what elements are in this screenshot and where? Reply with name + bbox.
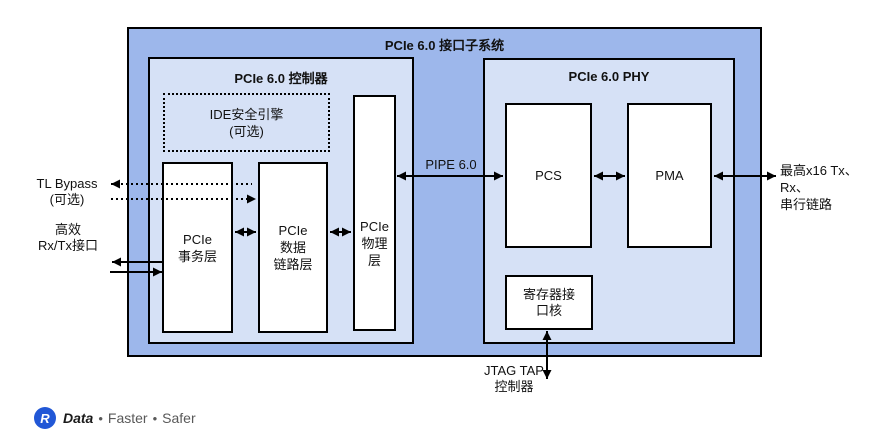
pcs-box: PCS: [505, 103, 592, 248]
jtag-label: JTAG TAP 控制器: [482, 363, 546, 394]
controller-title: PCIe 6.0 控制器: [234, 71, 328, 86]
tagline-word-faster: Faster: [107, 410, 148, 426]
transaction-layer-box: PCIe 事务层: [162, 162, 233, 333]
subsystem-title: PCIe 6.0 接口子系统: [384, 38, 505, 53]
register-core-box: 寄存器接 口核: [505, 275, 593, 330]
pcs-label: PCS: [535, 168, 562, 183]
tagline-word-safer: Safer: [162, 410, 196, 426]
register-core-label-line1: 寄存器接: [522, 286, 575, 302]
physical-layer-box: PCIe 物理 层: [353, 95, 396, 331]
tagline-word-data: Data: [63, 410, 94, 426]
data-link-layer-label-line2: 数据: [279, 240, 306, 255]
serial-link-label-line1: 最高x16 Tx、Rx、: [780, 163, 858, 195]
data-link-layer-label-line1: PCIe: [278, 223, 308, 238]
ide-engine-label-line2: (可选): [229, 123, 264, 139]
physical-layer-label-line2: 物理: [361, 235, 388, 251]
rxtx-label-line1: 高效: [54, 222, 81, 237]
jtag-label-line1: JTAG TAP: [484, 363, 544, 378]
brand-logo-icon: R: [34, 407, 56, 429]
physical-layer-label-line1: PCIe: [360, 218, 389, 234]
phy-title: PCIe 6.0 PHY: [568, 69, 650, 84]
serial-link-label: 最高x16 Tx、Rx、 串行链路: [780, 162, 886, 213]
serial-link-label-line2: 串行链路: [780, 197, 833, 212]
pma-box: PMA: [627, 103, 712, 248]
ide-engine-box: IDE安全引擎 (可选): [163, 93, 330, 152]
data-link-layer-label-line3: 链路层: [273, 257, 313, 272]
tl-bypass-label-line1: TL Bypass: [36, 176, 98, 191]
physical-layer-label: PCIe 物理 层: [360, 218, 389, 269]
transaction-layer-label-line1: PCIe: [183, 231, 212, 247]
transaction-layer-label-line2: 事务层: [177, 248, 217, 264]
brand-tagline: Data • Faster • Safer: [63, 410, 196, 426]
tl-bypass-label-line2: (可选): [49, 191, 85, 207]
brand-logo-letter: R: [40, 410, 50, 426]
rxtx-label-line2: Rx/Tx接口: [38, 237, 98, 253]
ide-engine-label-line1: IDE安全引擎: [209, 106, 284, 122]
pma-label: PMA: [655, 168, 684, 183]
tagline-separator-1: •: [98, 410, 103, 426]
register-core-label-line2: 口核: [535, 302, 562, 318]
data-link-layer-box: PCIe 数据 链路层: [258, 162, 328, 333]
tagline-separator-2: •: [152, 410, 158, 426]
rxtx-label: 高效 Rx/Tx接口: [30, 222, 106, 253]
jtag-label-line2: 控制器: [494, 378, 534, 394]
tl-bypass-label: TL Bypass (可选): [28, 176, 106, 207]
physical-layer-label-line3: 层: [367, 252, 381, 268]
brand-footer: R Data • Faster • Safer: [34, 407, 196, 429]
pipe-label: PIPE 6.0: [425, 157, 477, 172]
